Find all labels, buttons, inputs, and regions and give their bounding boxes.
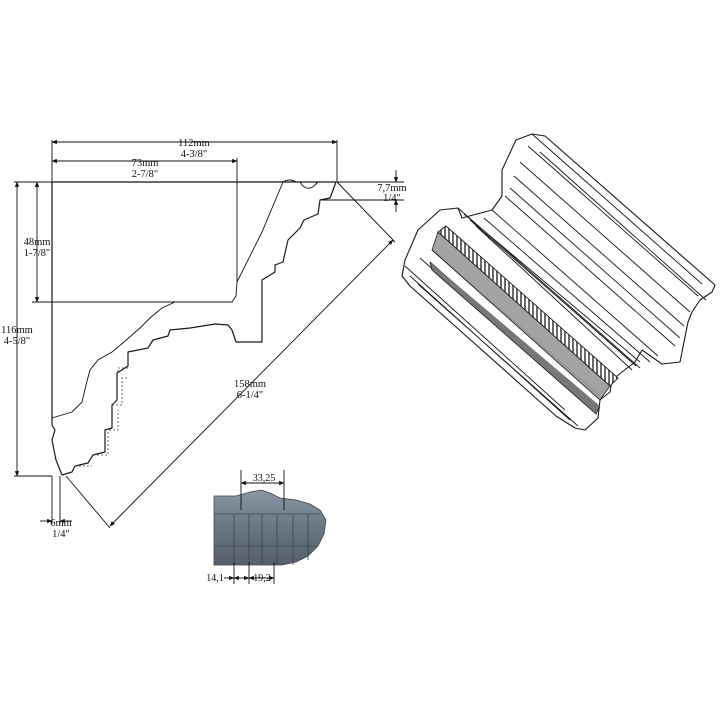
iso-dentil-face <box>431 231 611 401</box>
dim-width-in: 4-3/8" <box>181 149 207 160</box>
dimension-lines <box>14 139 404 529</box>
profile-outline <box>51 181 337 476</box>
dim-width-mm: 112mm <box>178 138 210 149</box>
detail-dim-block: 19,2 <box>253 573 271 584</box>
iso-top-ridges <box>504 133 707 347</box>
detail-dim-gap: 14,1 <box>206 573 224 584</box>
profile-top-bead <box>282 179 319 189</box>
iso-mid-steps <box>457 207 659 371</box>
dimension-labels: 112mm 4-3/8" 73mm 2-7/8" 7,7mm 1/4" 48mm… <box>1 138 407 540</box>
dim-foot-in: 1/4" <box>52 529 70 540</box>
detail-shape <box>213 489 327 566</box>
dim-face-in: 6-1/4" <box>237 390 263 401</box>
dim-height-mm: 116mm <box>1 325 33 336</box>
dim-wall-drop-mm: 48mm <box>24 237 51 248</box>
detail-dim-pitch: 33,25 <box>253 473 276 484</box>
dim-height-in: 4-5/8" <box>4 336 30 347</box>
iso-dentil-lower-band <box>429 261 601 415</box>
dentil-detail: 33,25 14,1 19,2 <box>206 470 327 584</box>
dim-top-step-mm: 7,7mm <box>377 183 406 194</box>
iso-outline <box>401 133 716 431</box>
dim-wall-drop-in: 1-7/8" <box>24 248 50 259</box>
dim-projection-mm: 73mm <box>132 158 159 169</box>
dim-face-mm: 158mm <box>234 379 266 390</box>
molding-profile <box>51 179 337 476</box>
dim-top-step-in: 1/4" <box>383 193 401 204</box>
dim-projection-in: 2-7/8" <box>132 169 158 180</box>
detail-blocks <box>214 513 320 565</box>
dim-foot-mm: 6mm <box>50 518 72 529</box>
isometric-molding-view <box>401 133 716 431</box>
